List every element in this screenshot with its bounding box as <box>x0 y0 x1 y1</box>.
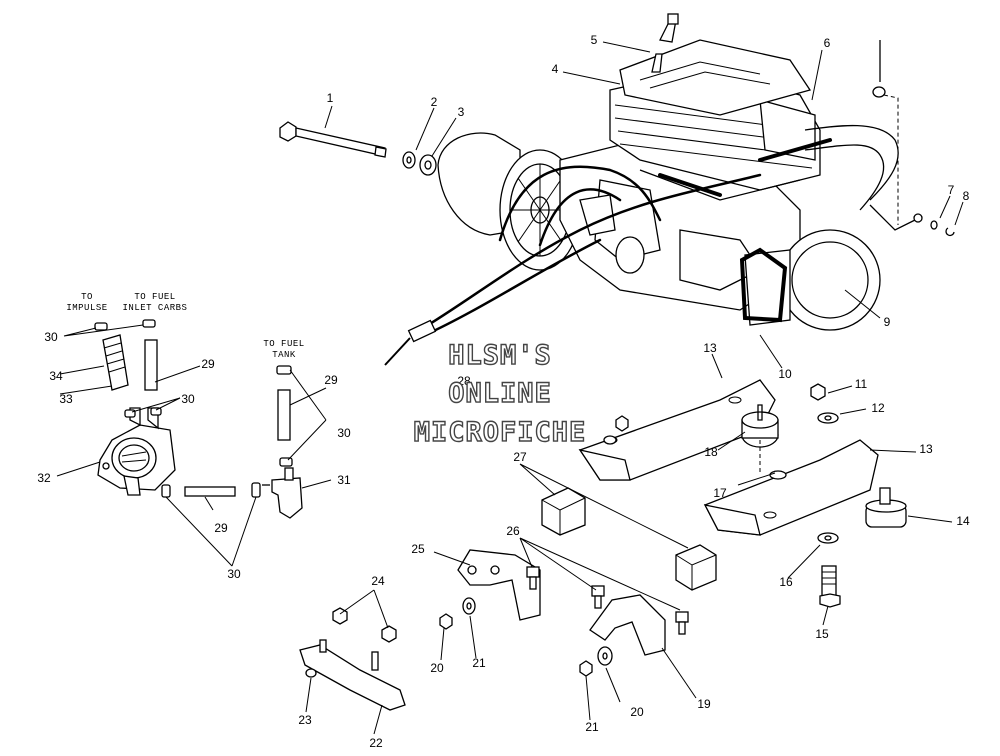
watermark-line1: HLSM'S <box>448 340 552 371</box>
watermark: HLSM'S ONLINE MICROFICHE <box>413 339 587 448</box>
callout-2: 2 <box>431 95 438 109</box>
impulse-hose-part <box>102 334 129 391</box>
callout-16: 16 <box>779 575 793 589</box>
callout-13-a: 13 <box>703 341 717 355</box>
callout-6: 6 <box>824 36 831 50</box>
callout-3: 3 <box>458 105 465 119</box>
callout-23: 23 <box>298 713 312 727</box>
cylinder-head-part <box>619 13 812 116</box>
fuel-hose-part <box>184 486 236 497</box>
callout-7: 7 <box>948 183 955 197</box>
nut-part <box>810 383 826 401</box>
label-to-impulse-line2: IMPULSE <box>66 303 107 313</box>
callout-24: 24 <box>371 574 385 588</box>
label-to-fuel-inlet-line1: TO FUEL <box>134 292 175 302</box>
callout-26: 26 <box>506 524 520 538</box>
exhaust-pipe-part <box>639 124 899 211</box>
callout-8: 8 <box>963 189 970 203</box>
callout-22: 22 <box>369 736 383 750</box>
label-to-fuel-tank-line1: TO FUEL <box>263 339 304 349</box>
callout-25: 25 <box>411 542 425 556</box>
callout-12: 12 <box>871 401 885 415</box>
callout-28: 28 <box>457 374 471 388</box>
callout-18: 18 <box>704 445 718 459</box>
callout-10: 10 <box>778 367 792 381</box>
callout-15: 15 <box>815 627 829 641</box>
leader-lines <box>56 41 964 735</box>
bolt-part <box>591 585 605 609</box>
drive-clutch-part <box>437 132 581 271</box>
callout-34: 34 <box>49 369 63 383</box>
bolt-part <box>675 611 689 635</box>
callout-30-c: 30 <box>337 426 351 440</box>
callout-29-b: 29 <box>324 373 338 387</box>
callout-9: 9 <box>884 315 891 329</box>
callout-30-b: 30 <box>181 392 195 406</box>
callout-11: 11 <box>855 377 868 391</box>
rubber-mount-part <box>741 404 779 448</box>
mount-bolt-part <box>819 565 841 608</box>
callout-33: 33 <box>59 392 73 406</box>
callout-30-d: 30 <box>227 567 241 581</box>
callout-29-c: 29 <box>214 521 228 535</box>
wiring-harness-part <box>384 165 762 366</box>
callout-27: 27 <box>513 450 527 464</box>
isolator-mount-part <box>865 487 907 528</box>
label-to-fuel-tank-line2: TANK <box>272 350 296 360</box>
support-bracket-part <box>457 549 541 621</box>
pulse-line-bracket-part <box>299 639 406 711</box>
recoil-cover-part <box>739 229 881 331</box>
engine-mount-bracket-rear <box>703 439 879 536</box>
callout-21-b: 21 <box>585 720 599 734</box>
engine-assembly <box>279 13 955 366</box>
callout-13-b: 13 <box>919 442 933 456</box>
bolt-part <box>526 566 540 590</box>
callout-20-b: 20 <box>630 705 644 719</box>
label-to-fuel-inlet-line2: INLET CARBS <box>123 303 188 313</box>
damper-block-part <box>675 544 717 591</box>
callout-4: 4 <box>552 62 559 76</box>
callout-numbers: 1 2 3 4 5 6 7 8 9 10 11 12 13 13 14 15 1… <box>37 33 970 750</box>
fuel-pump-part <box>97 407 176 496</box>
callout-17: 17 <box>713 486 727 500</box>
long-bolt-part <box>279 121 387 158</box>
callout-31: 31 <box>337 473 351 487</box>
throttle-cable-part <box>869 40 923 231</box>
callout-14: 14 <box>956 514 970 528</box>
damper-block-part <box>541 487 586 536</box>
callout-29-a: 29 <box>201 357 215 371</box>
fuel-hose-part <box>277 389 291 441</box>
watermark-line2: ONLINE <box>448 378 552 409</box>
lower-bracket-part <box>589 594 666 656</box>
callout-20-a: 20 <box>430 661 444 675</box>
callout-30-a: 30 <box>44 330 58 344</box>
callout-32: 32 <box>37 471 51 485</box>
callout-21-a: 21 <box>472 656 486 670</box>
fuel-shutoff-valve-part <box>262 467 303 519</box>
callout-19: 19 <box>697 697 711 711</box>
fuel-hose-part <box>144 339 158 391</box>
hose-routing-labels: TO IMPULSE TO FUEL INLET CARBS TO FUEL T… <box>66 292 304 360</box>
callout-5: 5 <box>591 33 598 47</box>
callout-1: 1 <box>327 91 334 105</box>
label-to-impulse-line1: TO <box>81 292 93 302</box>
watermark-line3: MICROFICHE <box>414 417 587 448</box>
